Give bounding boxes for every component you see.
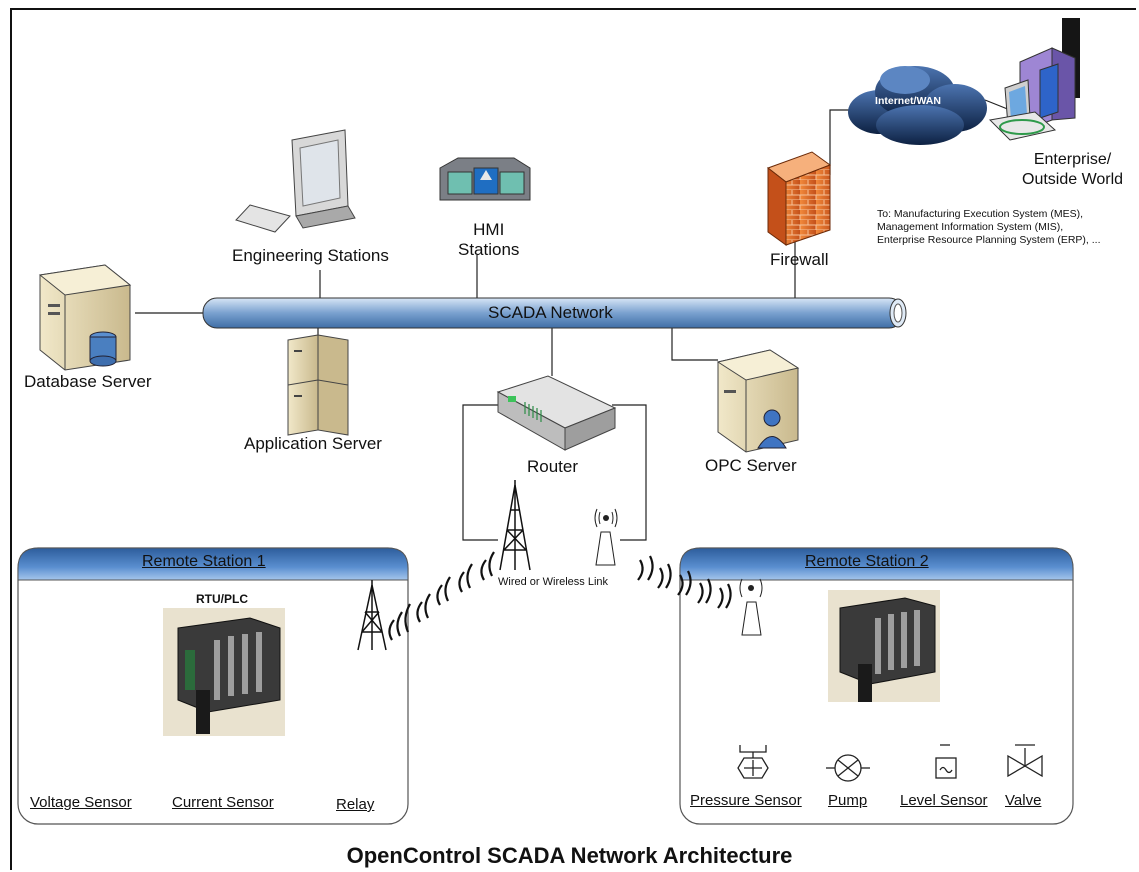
enterprise-note: To: Manufacturing Execution System (MES)… [877, 208, 1101, 246]
pump-symbol [826, 754, 870, 782]
database-server-label: Database Server [24, 372, 152, 391]
engineering-station-icon [235, 129, 356, 233]
diagram-title: OpenControl SCADA Network Architecture [346, 843, 793, 868]
radio-tower-station1-icon [357, 580, 387, 651]
opc-server-label: OPC Server [705, 456, 797, 475]
relay-label: Relay [336, 796, 375, 813]
application-server-label: Application Server [244, 434, 382, 453]
application-server-icon [287, 334, 349, 436]
remote-station-1-title: Remote Station 1 [142, 553, 266, 570]
cloud-label: Internet/WAN [875, 95, 941, 107]
wireless-waves [388, 551, 732, 641]
diagram-frame [10, 8, 1136, 870]
valve-symbol [1007, 744, 1043, 778]
firewall-icon [766, 151, 832, 246]
enterprise-buildings-icon [988, 18, 1080, 141]
database-server-icon [38, 264, 132, 371]
scada-network-bus [202, 297, 907, 329]
internet-cloud-icon: Internet/WAN [848, 66, 987, 145]
engineering-stations-label: Engineering Stations [232, 246, 389, 265]
hmi-station-icon [439, 157, 531, 201]
current-sensor-label: Current Sensor [172, 794, 274, 811]
link-label: Wired or Wireless Link [498, 576, 609, 588]
radio-tower-icon [499, 480, 531, 571]
pump-label: Pump [828, 792, 868, 809]
opc-server-icon [716, 349, 800, 453]
rtu-plc-2-icon [828, 590, 940, 702]
pressure-sensor-symbol [737, 745, 769, 779]
rtu-plc-label: RTU/PLC [196, 592, 248, 606]
pressure-sensor-label: Pressure Sensor [690, 792, 802, 809]
antenna-station2-icon [739, 578, 763, 636]
valve-label: Valve [1005, 792, 1042, 809]
remote-station-2-title: Remote Station 2 [805, 553, 929, 570]
router-label: Router [527, 457, 579, 476]
level-sensor-label: Level Sensor [900, 792, 988, 809]
antenna-icon [594, 508, 618, 566]
enterprise-label: Enterprise/ Outside World [1022, 151, 1124, 188]
router-icon [496, 375, 617, 451]
voltage-sensor-label: Voltage Sensor [30, 794, 132, 811]
rtu-plc-icon [163, 608, 285, 736]
firewall-label: Firewall [770, 250, 829, 269]
scada-network-label: SCADA Network [488, 303, 613, 322]
hmi-stations-label: HMI Stations [458, 220, 520, 259]
level-sensor-symbol [935, 744, 957, 779]
